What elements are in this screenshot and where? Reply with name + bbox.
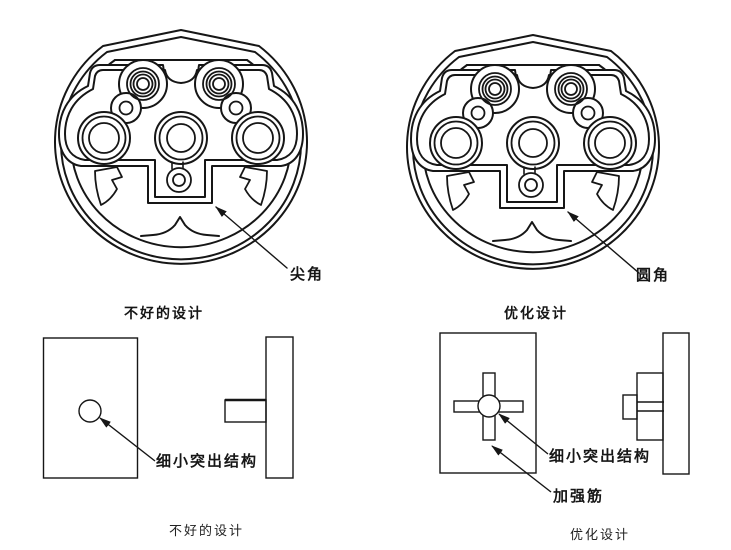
boss-figure-optimized-design [439,332,690,493]
connector-front-view-bad-design [53,26,309,278]
callout-rib: 加强筋 [553,488,605,505]
callout-arrow-protrusion [498,413,549,455]
callout-sharp-corner: 尖角 [290,266,325,283]
boss-front-view-bad [42,337,156,479]
boss-figure-bad-design [42,336,294,479]
boss-circle [477,394,501,418]
boss-side [622,394,638,420]
callout-arrow [99,417,156,462]
boss-side-view-bad [224,336,294,479]
connector-front-view-optimized-design [405,31,661,283]
callout-protrusion-optimized: 细小突出结构 [549,448,652,465]
caption-bottom-bad-design: 不好的设计 [169,523,245,538]
callout-round-corner: 圆角 [636,267,671,284]
caption-bottom-optimized-design: 优化设计 [570,527,631,542]
callout-protrusion-bad: 细小突出结构 [156,453,259,470]
boss-circle [78,399,102,423]
caption-top-optimized-design: 优化设计 [504,305,568,321]
boss-side-view-optimized [622,332,690,475]
caption-top-bad-design: 不好的设计 [124,305,204,321]
rib-side [636,372,664,441]
callout-arrow-rib [491,445,552,493]
boss-front-view-optimized [439,332,552,493]
